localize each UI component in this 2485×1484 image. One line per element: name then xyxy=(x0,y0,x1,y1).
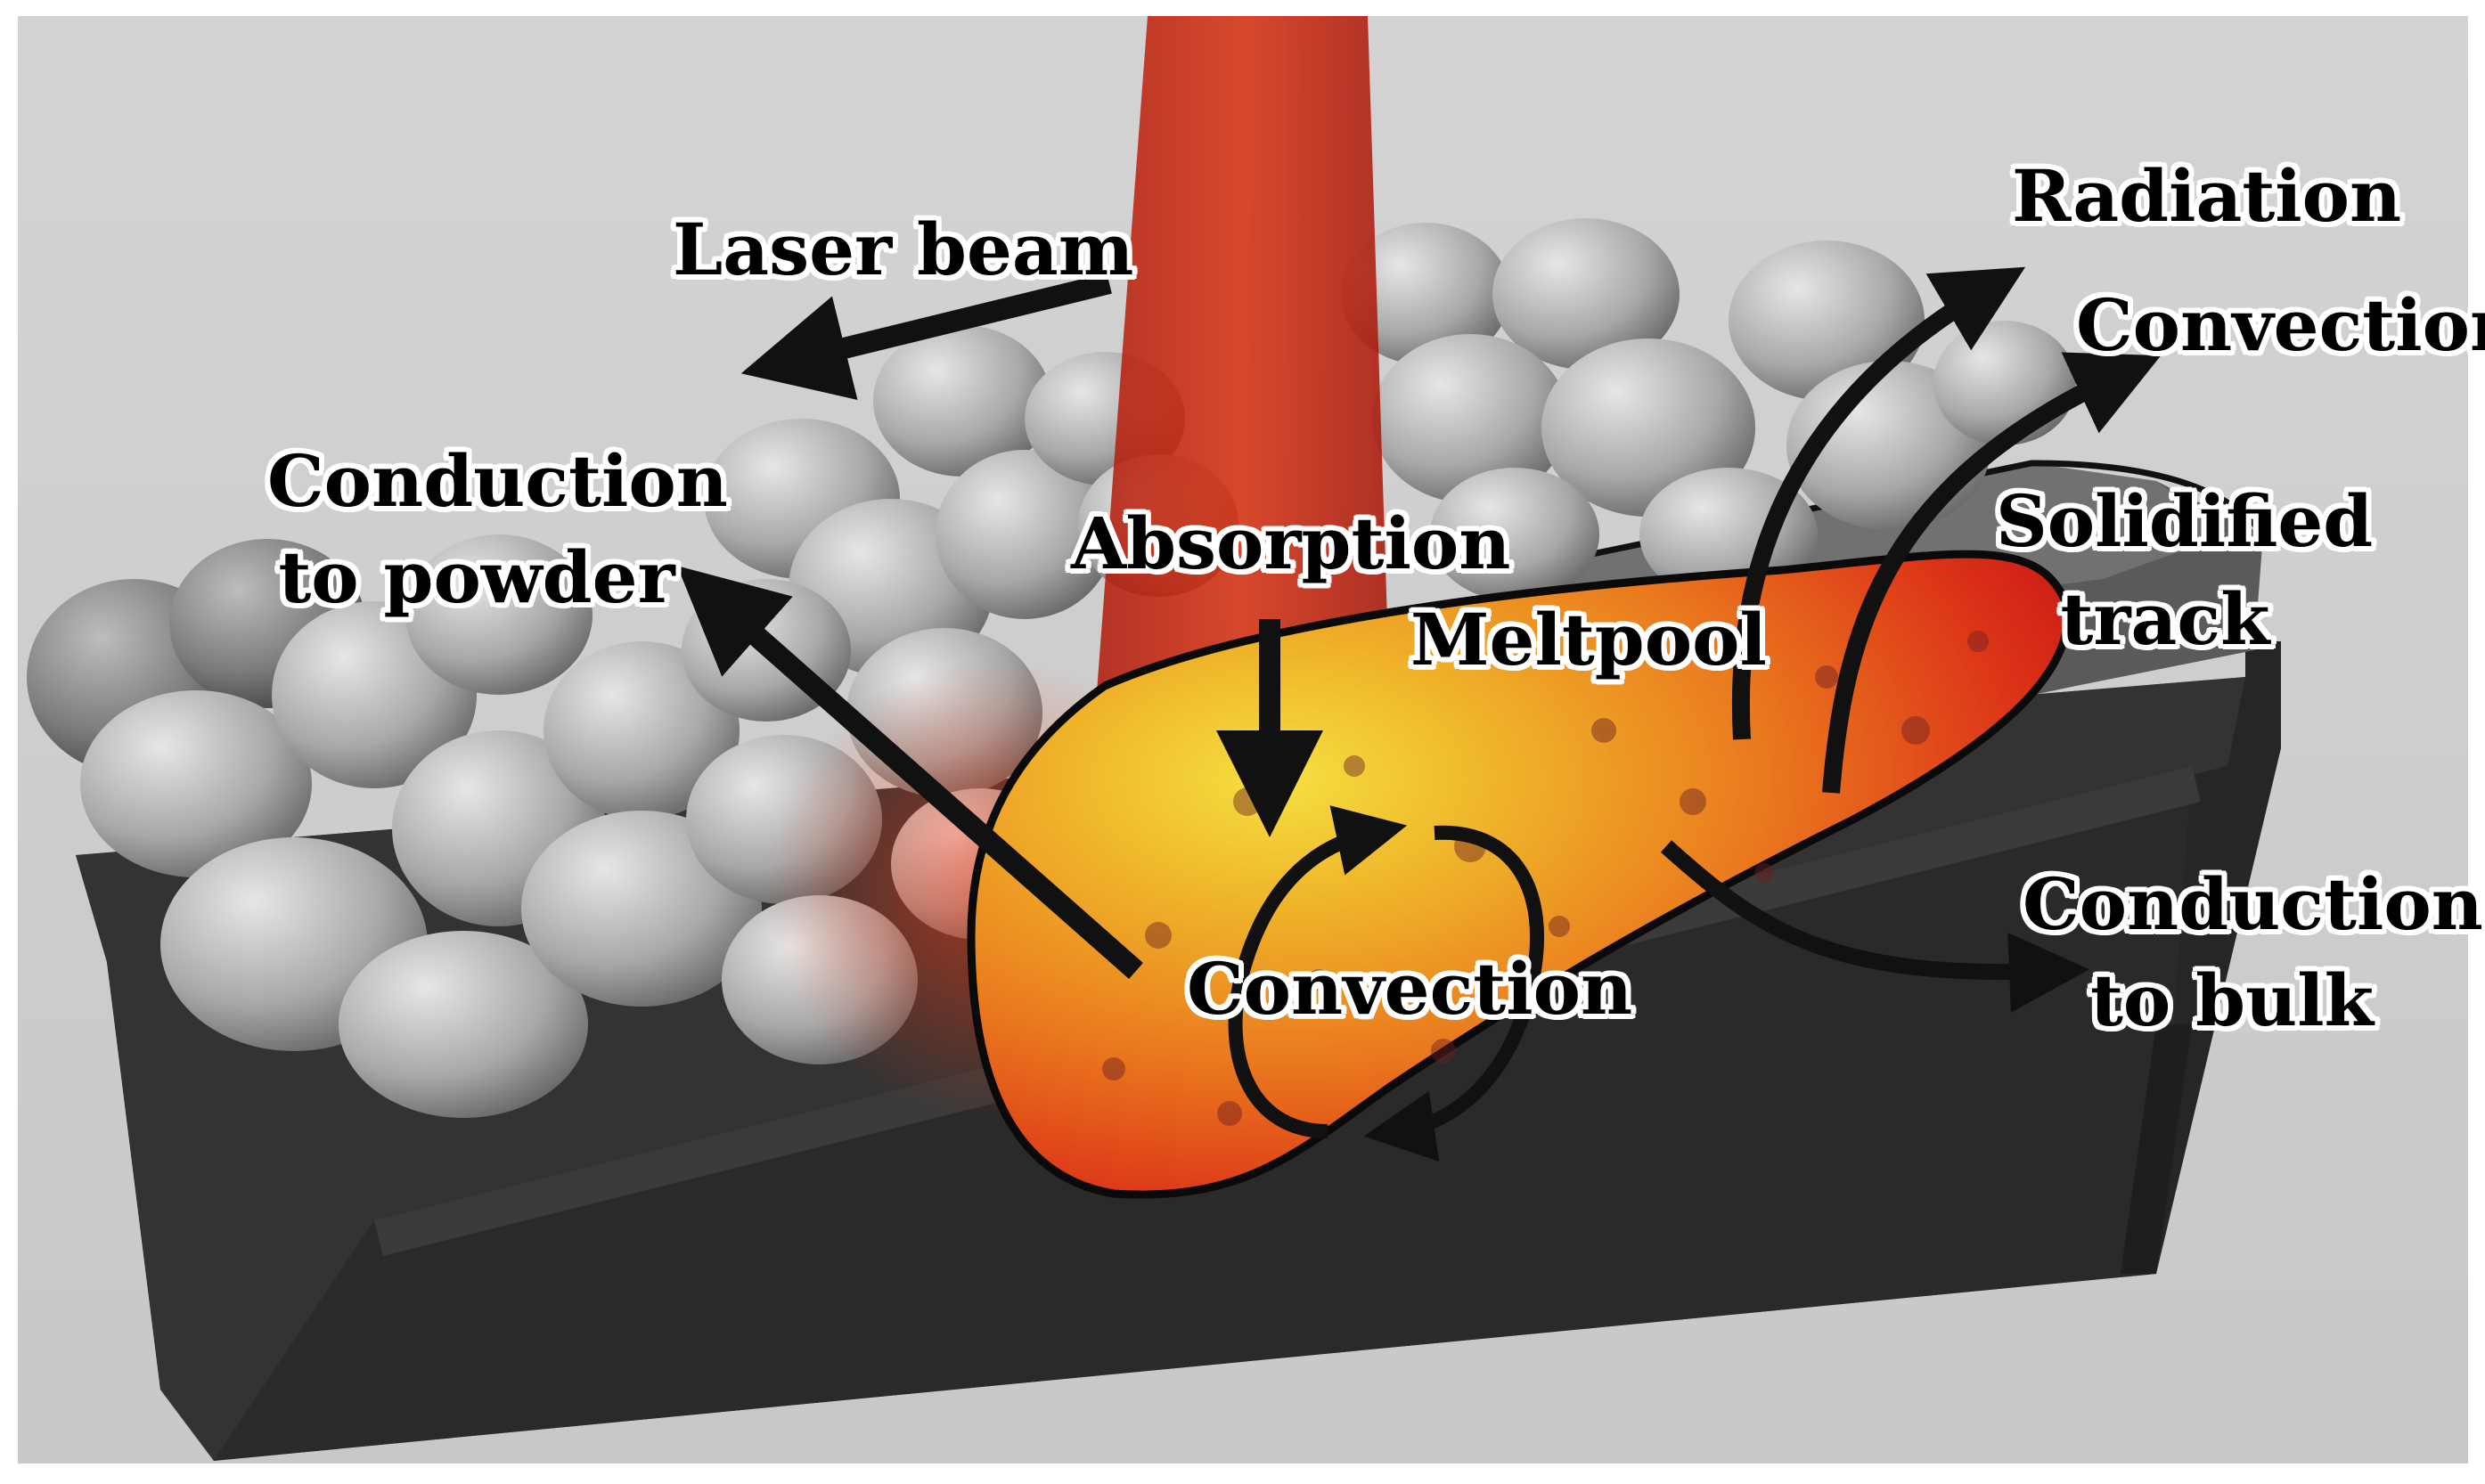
label-conduction-bulk-2: to bulk xyxy=(2089,958,2375,1042)
label-meltpool: Meltpool xyxy=(1410,598,1767,681)
arrows xyxy=(677,266,2162,1162)
radiation-arrow xyxy=(1731,266,2026,740)
convection-top-arrow xyxy=(1822,352,2162,794)
label-convection-top: Convection xyxy=(2076,283,2485,367)
laser-direction-arrow xyxy=(740,273,1112,400)
label-conduction-powder-1: Conduction xyxy=(267,439,728,523)
label-absorption: Absorption xyxy=(1071,501,1511,585)
label-convection-center: Convection xyxy=(1187,947,1633,1031)
label-conduction-powder-2: to powder xyxy=(278,535,675,619)
convection-loop-arrow-left xyxy=(1228,805,1408,1138)
label-radiation: Radiation xyxy=(2012,154,2402,238)
label-conduction-bulk-1: Conduction xyxy=(2023,862,2483,946)
label-solidified-2: track xyxy=(2060,577,2270,661)
conduction-bulk-arrow xyxy=(1660,840,2089,1013)
conduction-powder-arrow xyxy=(677,566,1143,979)
label-laser-beam: Laser beam xyxy=(673,208,1134,291)
label-solidified-1: Solidified xyxy=(1996,479,2374,563)
laser-beam xyxy=(1096,16,1390,704)
convection-loop-arrow-right xyxy=(1363,825,1545,1162)
